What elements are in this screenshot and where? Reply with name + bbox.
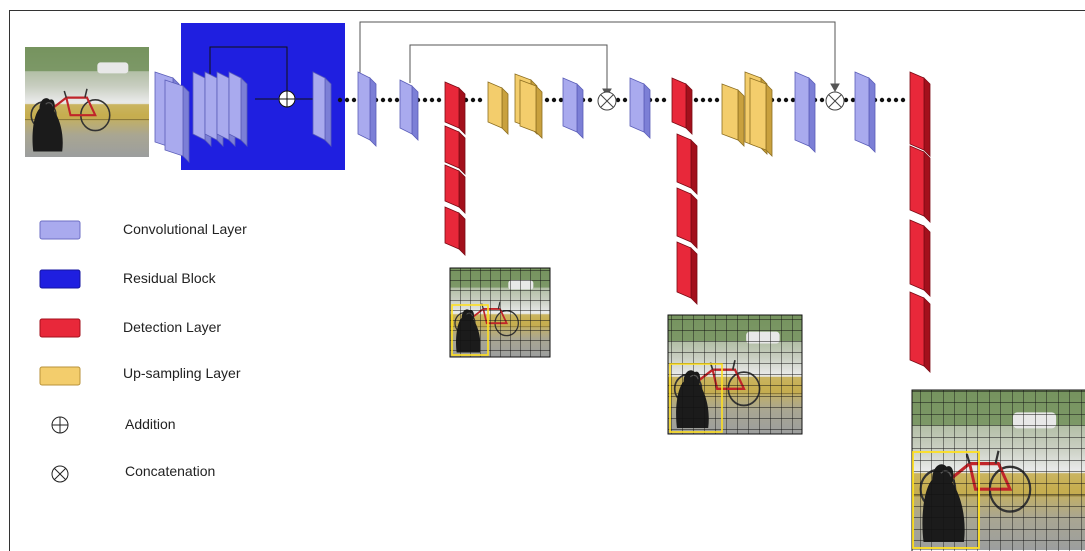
conv-layer (228, 71, 248, 147)
conv-layer (357, 71, 377, 147)
detection-layer (909, 71, 931, 157)
detection-layer (444, 206, 466, 256)
detection-layer (671, 77, 693, 135)
conv-layer (562, 77, 584, 139)
conv-layer (794, 71, 816, 153)
detection-grid-small (449, 267, 551, 358)
legend-swatch-upsampling (39, 366, 81, 386)
addition-node (278, 90, 296, 108)
detection-layer (444, 125, 466, 175)
upsampling-layer (721, 83, 745, 147)
circle-plus-icon (51, 416, 69, 434)
conv-layer (164, 79, 190, 163)
detection-layer (676, 187, 698, 249)
detection-layer (909, 291, 931, 373)
upsampling-layer (749, 77, 773, 157)
conv-layer (854, 71, 876, 153)
legend-label-addition: Addition (125, 416, 176, 432)
conv-layer (399, 79, 419, 141)
conv-layer (629, 77, 651, 139)
legend-swatch-detection (39, 318, 81, 338)
detection-layer (444, 81, 466, 135)
detection-layer (909, 219, 931, 297)
dotted-connection (337, 97, 906, 103)
legend-label-concatenation: Concatenation (125, 463, 216, 479)
residual-skip-connection (209, 46, 313, 100)
legend-swatch-residual (39, 269, 81, 289)
detection-layer (676, 133, 698, 195)
upsampling-layer (487, 81, 509, 135)
legend-label-detection: Detection Layer (123, 319, 222, 335)
circle-times-icon (51, 465, 69, 483)
legend-label-conv: Convolutional Layer (123, 221, 247, 237)
concatenation-node (825, 91, 845, 111)
diagram-frame (9, 10, 1085, 551)
input-image (25, 47, 149, 157)
legend-swatch-conv (39, 220, 81, 240)
detection-grid-large (911, 389, 1085, 551)
detection-layer (444, 164, 466, 214)
conv-layer (312, 71, 332, 147)
legend-label-residual: Residual Block (123, 270, 216, 286)
legend (39, 220, 81, 483)
detection-grid-medium (667, 314, 803, 435)
detection-layer (676, 241, 698, 305)
detection-layer (909, 145, 931, 223)
upsampling-layer (519, 79, 543, 139)
legend-label-upsampling: Up-sampling Layer (123, 365, 241, 381)
concatenation-node (597, 91, 617, 111)
